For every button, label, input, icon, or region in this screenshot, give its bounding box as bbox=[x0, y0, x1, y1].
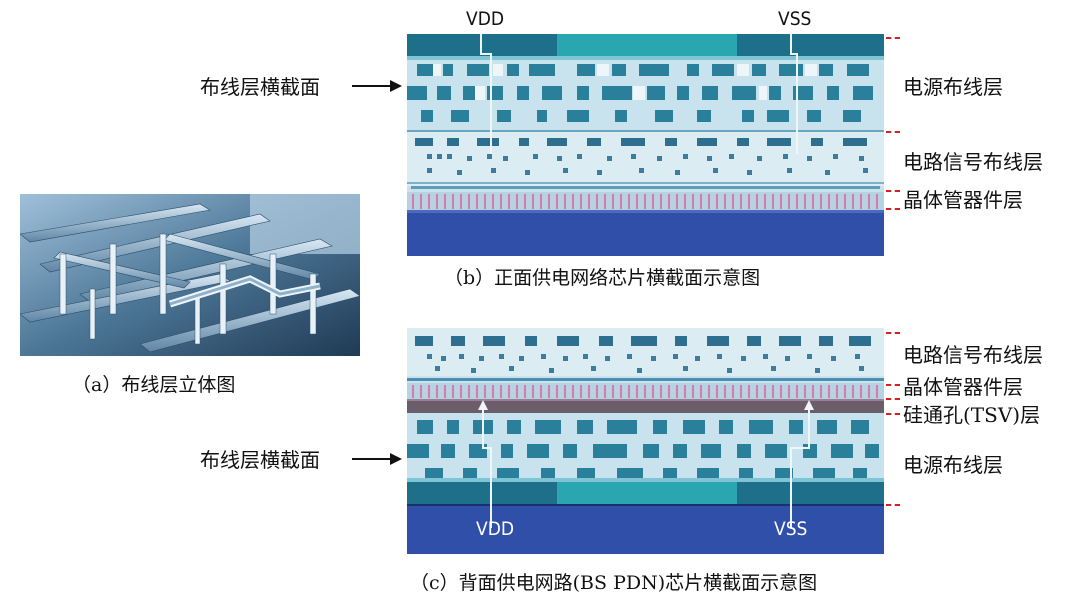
caption-c: （c）背面供电网路(BS PDN)芯片横截面示意图 bbox=[410, 572, 818, 594]
pin-vss-b: VSS bbox=[778, 8, 812, 30]
marker-dash bbox=[886, 384, 900, 386]
layer-label-signal-b: 电路信号布线层 bbox=[903, 150, 1043, 174]
layer-label-transistor-b: 晶体管器件层 bbox=[903, 188, 1023, 212]
pin-vdd-b: VDD bbox=[466, 8, 505, 30]
label-routing-cross-section-c: 布线层横截面 bbox=[200, 448, 320, 472]
marker-dash bbox=[886, 190, 900, 192]
backside-pdn-cross-section bbox=[407, 328, 884, 554]
caption-b: （b）正面供电网络芯片横截面示意图 bbox=[444, 267, 761, 289]
caption-a: （a）布线层立体图 bbox=[72, 374, 236, 396]
front-pdn-cross-section bbox=[407, 34, 884, 256]
label-routing-cross-section-b: 布线层横截面 bbox=[200, 75, 320, 99]
routing-3d-image bbox=[20, 194, 360, 356]
layer-label-power-c: 电源布线层 bbox=[903, 453, 1003, 477]
arrow-right-icon bbox=[352, 78, 402, 94]
marker-dash bbox=[886, 504, 900, 506]
pin-vss-c: VSS bbox=[774, 518, 808, 540]
pin-vdd-c: VDD bbox=[476, 518, 515, 540]
layer-label-power-b: 电源布线层 bbox=[903, 75, 1003, 99]
arrow-right-icon bbox=[352, 451, 402, 467]
marker-dash bbox=[886, 37, 900, 39]
marker-dash bbox=[886, 332, 900, 334]
marker-dash bbox=[886, 131, 900, 133]
layer-label-transistor-c: 晶体管器件层 bbox=[903, 375, 1023, 399]
marker-dash bbox=[886, 208, 900, 210]
marker-dash bbox=[886, 413, 900, 415]
layer-label-tsv-c: 硅通孔(TSV)层 bbox=[903, 403, 1041, 427]
layer-label-signal-c: 电路信号布线层 bbox=[903, 343, 1043, 367]
marker-dash bbox=[886, 398, 900, 400]
